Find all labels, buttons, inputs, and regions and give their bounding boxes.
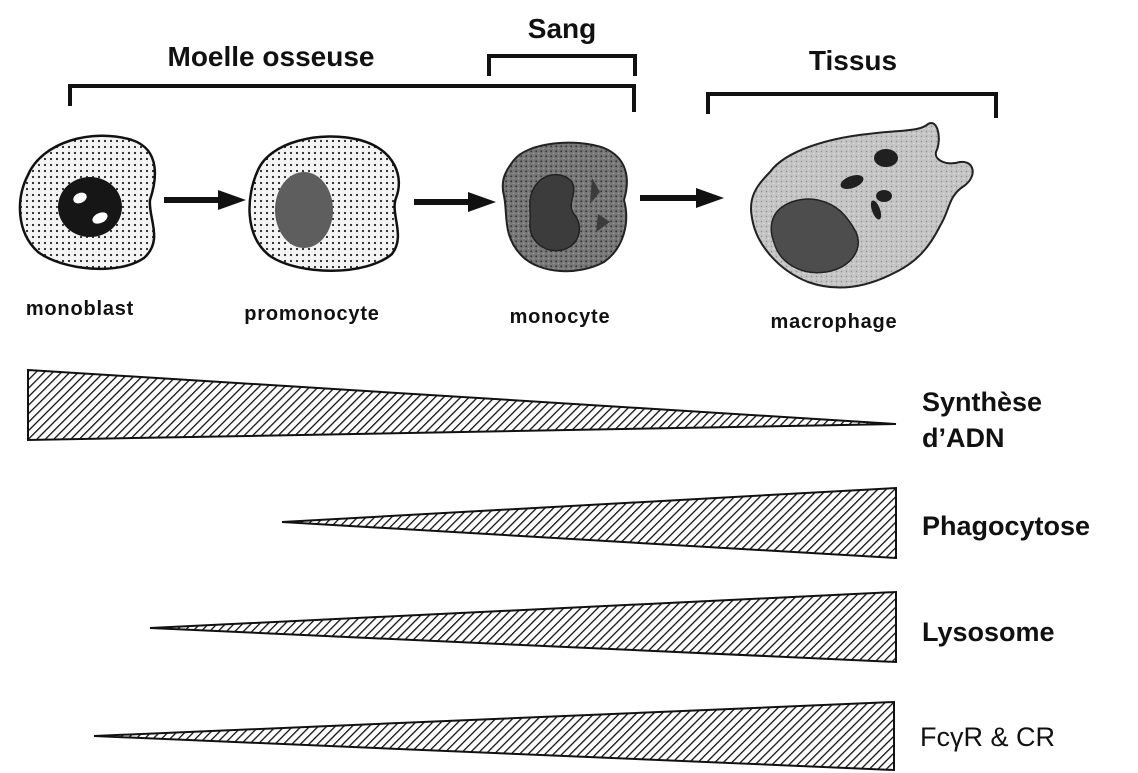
lysosome-label: Lysosome	[922, 617, 1055, 647]
arrow-right-icon	[164, 190, 246, 210]
promonocyte-cell	[249, 137, 398, 271]
blood-bracket	[489, 56, 635, 76]
gamma-symbol: γ	[950, 722, 964, 752]
macrophage-cell	[751, 123, 973, 288]
monocyte-nucleus	[530, 175, 580, 251]
region-tissue-label: Tissus	[809, 45, 897, 76]
dna-synthesis-line2: d’ADN	[922, 423, 1005, 453]
arrow-right-icon	[640, 188, 724, 208]
monocyte-cell	[503, 143, 627, 272]
receptor-suffix: R & CR	[964, 722, 1056, 752]
dna-synthesis-label: Synthèse	[922, 387, 1042, 417]
monoblast-nucleus	[58, 177, 122, 237]
region-blood-label: Sang	[528, 13, 596, 44]
dna-synthesis-wedge	[28, 370, 896, 440]
dna-synthesis-line1: Synthèse	[922, 387, 1042, 417]
region-bone-marrow-label: Moelle osseuse	[168, 41, 375, 72]
macrophage-label: macrophage	[771, 311, 898, 333]
monoblast-label: monoblast	[26, 298, 134, 320]
arrow-right-icon	[414, 192, 496, 212]
receptors-wedge	[94, 702, 894, 770]
promonocyte-nucleus	[275, 172, 333, 248]
bone-marrow-bracket	[70, 86, 634, 112]
tissue-bracket	[708, 94, 996, 118]
monoblast-cell	[20, 136, 155, 269]
lysosome-wedge	[150, 592, 896, 662]
phagocytosis-wedge	[282, 488, 896, 558]
fc-prefix: Fc	[920, 722, 950, 752]
macrophage-vacuole	[874, 149, 898, 167]
fc-receptor-label: FcγR & CR	[920, 722, 1055, 752]
promonocyte-label: promonocyte	[244, 303, 379, 325]
dna-synthesis-label-line2: d’ADN	[922, 423, 1005, 453]
phagocytosis-label: Phagocytose	[922, 511, 1090, 541]
macrophage-vacuole	[876, 190, 892, 202]
monocyte-label: monocyte	[510, 306, 611, 328]
